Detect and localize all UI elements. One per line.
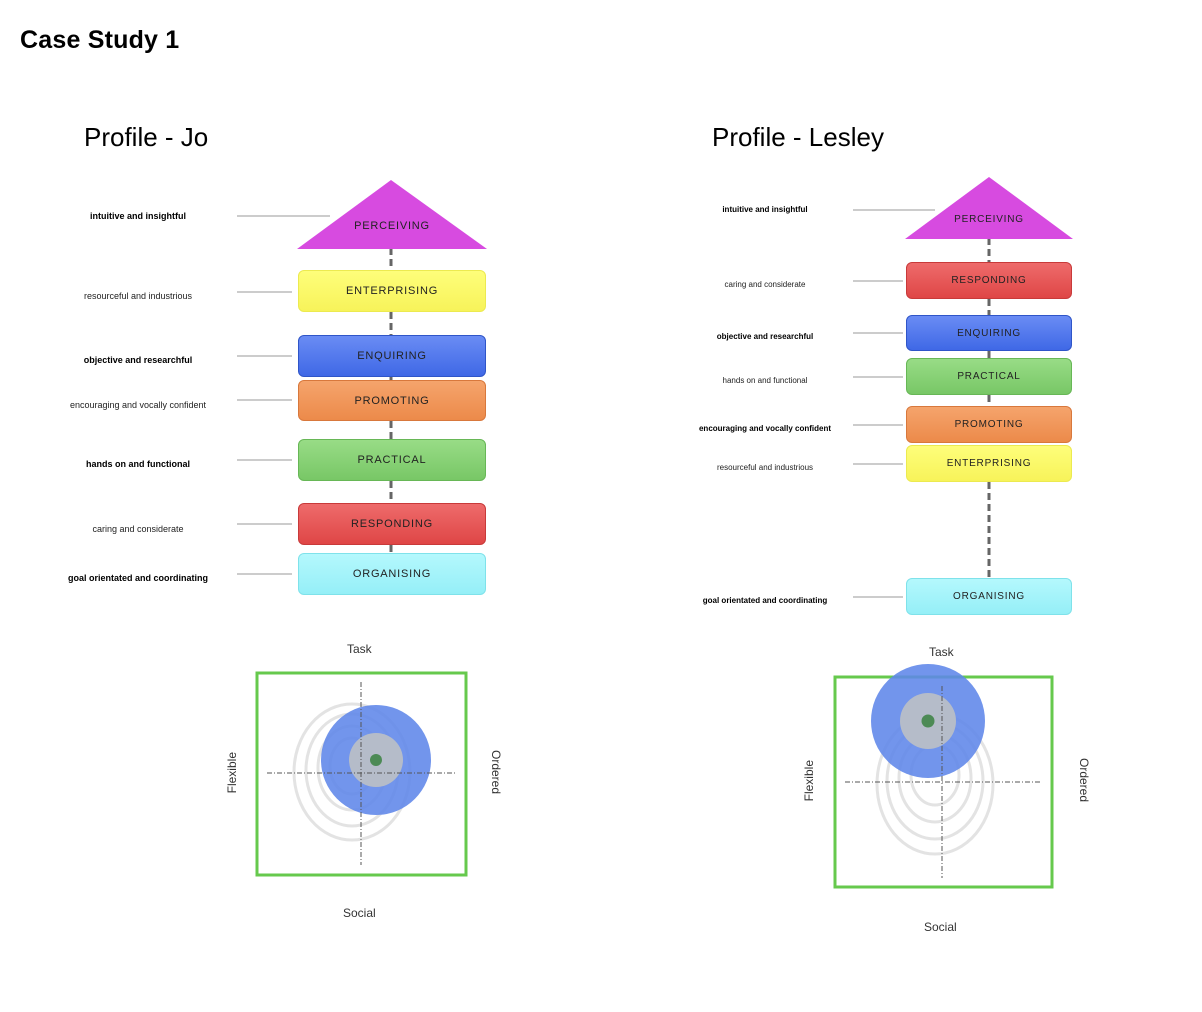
jo-quadrant-border — [255, 671, 468, 877]
lesley-perceiving-label: PERCEIVING — [954, 214, 1024, 225]
lesley-descriptor-responding: caring and considerate — [724, 280, 806, 289]
jo-perceiving-triangle — [297, 180, 487, 249]
jo-role-organising: ORGANISING — [298, 553, 486, 595]
jo-role-practical: PRACTICAL — [298, 439, 486, 481]
lesley-quadrant-border — [833, 675, 1054, 889]
lesley-perceiving-descriptor: intuitive and insightful — [722, 205, 808, 214]
lesley-descriptor-enquiring: objective and researchful — [716, 332, 814, 341]
lesley-blob-center — [921, 714, 935, 728]
jo-quadrant-right-label: Ordered — [489, 750, 503, 795]
jo-blob-outer — [321, 705, 431, 815]
jo-descriptor-organising: goal orientated and coordinating — [67, 573, 208, 583]
lesley-descriptor-promoting: encouraging and vocally confident — [698, 424, 832, 433]
lesley-role-organising: ORGANISING — [906, 578, 1072, 615]
jo-blob-inner — [349, 733, 403, 787]
jo-perceiving-descriptor: intuitive and insightful — [90, 211, 186, 221]
jo-descriptor-promoting: encouraging and vocally confident — [69, 400, 207, 410]
lesley-descriptor-practical: hands on and functional — [722, 376, 808, 385]
lesley-role-enquiring: ENQUIRING — [906, 315, 1072, 351]
jo-quadrant-left-label: Flexible — [225, 752, 239, 794]
jo-quadrant-bottom-label: Social — [343, 906, 376, 920]
jo-role-responding: RESPONDING — [298, 503, 486, 545]
profile-title-jo: Profile - Jo — [84, 122, 209, 152]
jo-descriptor-responding: caring and considerate — [92, 524, 184, 534]
lesley-quadrant-left-label: Flexible — [802, 760, 816, 802]
page-title: Case Study 1 — [20, 26, 180, 54]
lesley-fingerprint-pattern — [875, 712, 995, 856]
lesley-role-responding: RESPONDING — [906, 262, 1072, 299]
jo-quadrant-top-label: Task — [347, 642, 372, 656]
lesley-blob-outer — [871, 664, 985, 778]
jo-perceiving-label: PERCEIVING — [354, 220, 430, 232]
profile-title-lesley: Profile - Lesley — [712, 122, 884, 152]
jo-blob-center — [370, 754, 382, 766]
lesley-role-enterprising: ENTERPRISING — [906, 445, 1072, 482]
jo-role-promoting: PROMOTING — [298, 380, 486, 421]
lesley-descriptor-organising: goal orientated and coordinating — [702, 596, 828, 605]
lesley-perceiving-triangle — [905, 177, 1073, 239]
jo-descriptor-practical: hands on and functional — [86, 459, 190, 469]
jo-fingerprint-pattern — [292, 702, 412, 842]
lesley-role-promoting: PROMOTING — [906, 406, 1072, 443]
lesley-quadrant-right-label: Ordered — [1077, 758, 1091, 803]
lesley-blob-inner — [900, 693, 956, 749]
jo-role-enterprising: ENTERPRISING — [298, 270, 486, 312]
lesley-quadrant-top-label: Task — [929, 645, 954, 659]
lesley-descriptor-enterprising: resourceful and industrious — [716, 463, 814, 472]
lesley-quadrant-bottom-label: Social — [924, 920, 957, 934]
jo-descriptor-enterprising: resourceful and industrious — [83, 291, 193, 301]
jo-descriptor-enquiring: objective and researchful — [83, 355, 193, 365]
lesley-role-practical: PRACTICAL — [906, 358, 1072, 395]
jo-role-enquiring: ENQUIRING — [298, 335, 486, 377]
